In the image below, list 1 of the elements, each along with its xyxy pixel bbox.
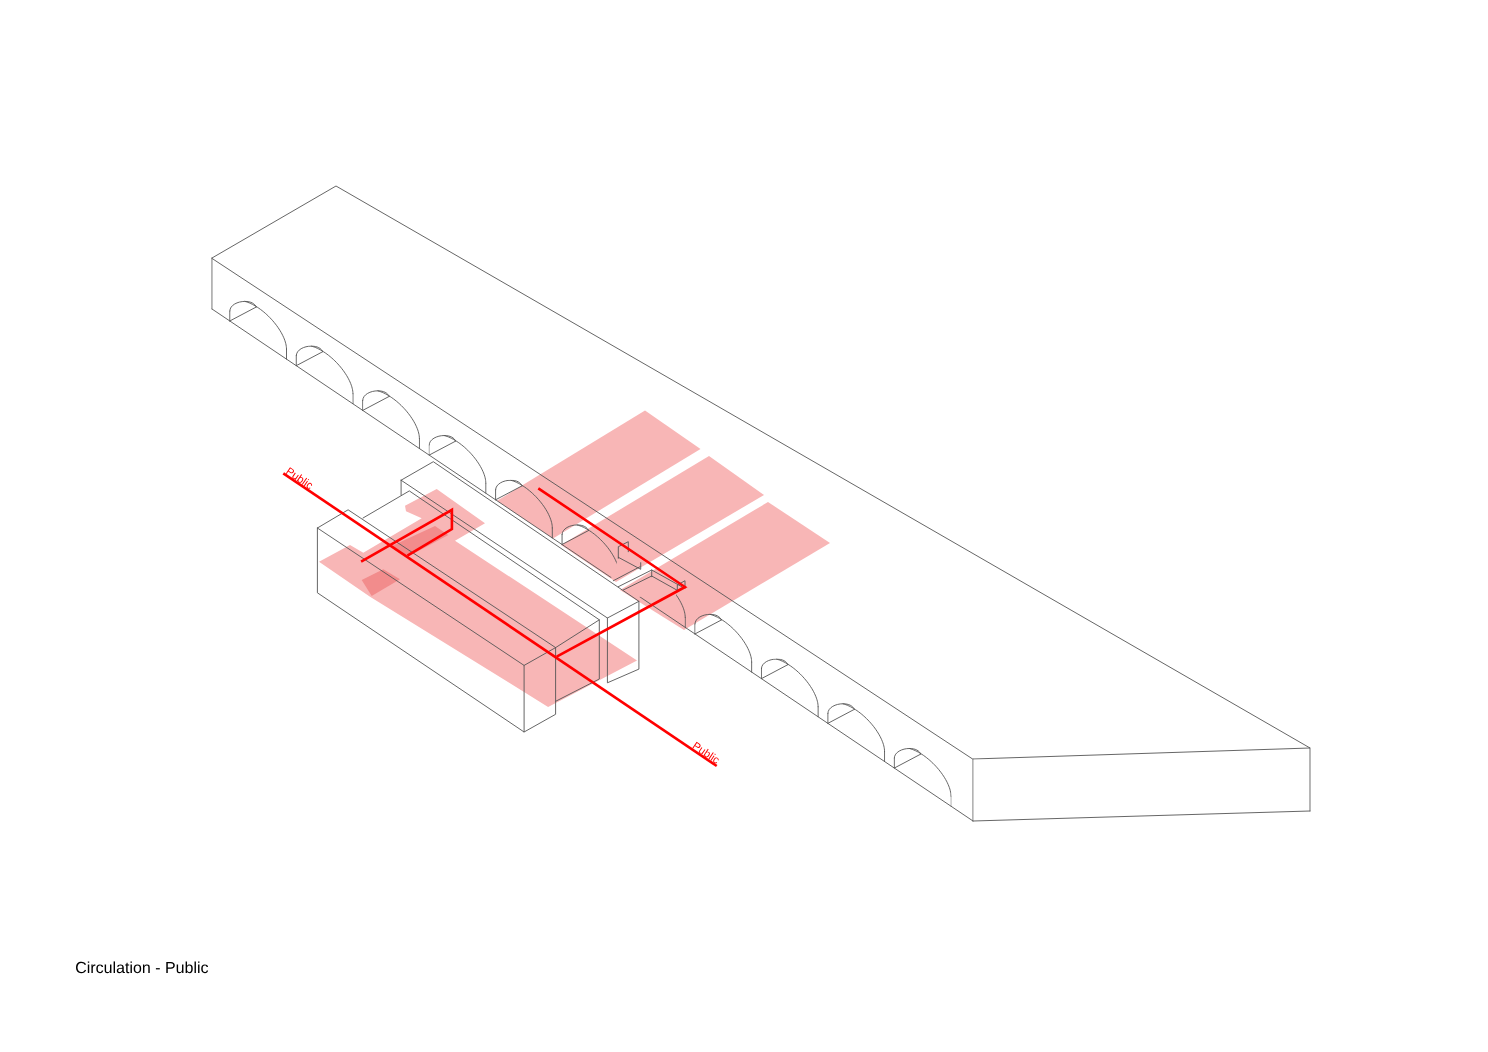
caption: Circulation - Public xyxy=(76,961,209,974)
